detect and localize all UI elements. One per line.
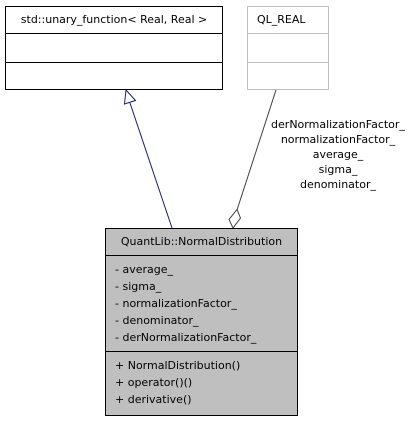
edge-label: average_	[312, 148, 364, 161]
class-header: QL_REAL	[247, 6, 329, 34]
class-name: QL_REAL	[257, 13, 306, 26]
method-item: + operator()()	[115, 376, 193, 389]
edge-label: normalizationFactor_	[280, 133, 396, 146]
class-ql-real[interactable]: QL_REAL	[247, 6, 329, 90]
inheritance-arrowhead	[123, 88, 137, 105]
attribute-item: - denominator_	[115, 314, 199, 327]
attribute-item: - derNormalizationFactor_	[115, 331, 257, 344]
edge-label: derNormalizationFactor_	[271, 118, 405, 131]
class-header: std::unary_function< Real, Real >	[5, 6, 223, 34]
class-name: QuantLib::NormalDistribution	[120, 235, 283, 248]
class-methods	[5, 62, 223, 90]
edge-label: sigma_	[318, 163, 358, 176]
class-methods: + NormalDistribution() + operator()() + …	[105, 351, 298, 416]
composition-labels: derNormalizationFactor_ normalizationFac…	[256, 117, 416, 192]
method-item: + derivative()	[115, 393, 192, 406]
attribute-item: - average_	[115, 263, 173, 276]
class-attributes	[247, 33, 329, 63]
edge-label: denominator_	[299, 178, 376, 191]
class-attributes	[5, 33, 223, 63]
inheritance-line	[129, 102, 173, 229]
class-header: QuantLib::NormalDistribution	[105, 228, 298, 256]
class-methods	[247, 62, 329, 90]
composition-diamond	[228, 208, 242, 229]
composition-line	[236, 89, 277, 211]
class-normal-distribution[interactable]: QuantLib::NormalDistribution - average_ …	[105, 228, 298, 416]
class-name: std::unary_function< Real, Real >	[20, 13, 208, 26]
attribute-item: - sigma_	[115, 280, 162, 293]
method-item: + NormalDistribution()	[115, 359, 241, 372]
class-attributes: - average_ - sigma_ - normalizationFacto…	[105, 255, 298, 352]
class-unary-function[interactable]: std::unary_function< Real, Real >	[5, 6, 223, 90]
attribute-item: - normalizationFactor_	[115, 297, 237, 310]
